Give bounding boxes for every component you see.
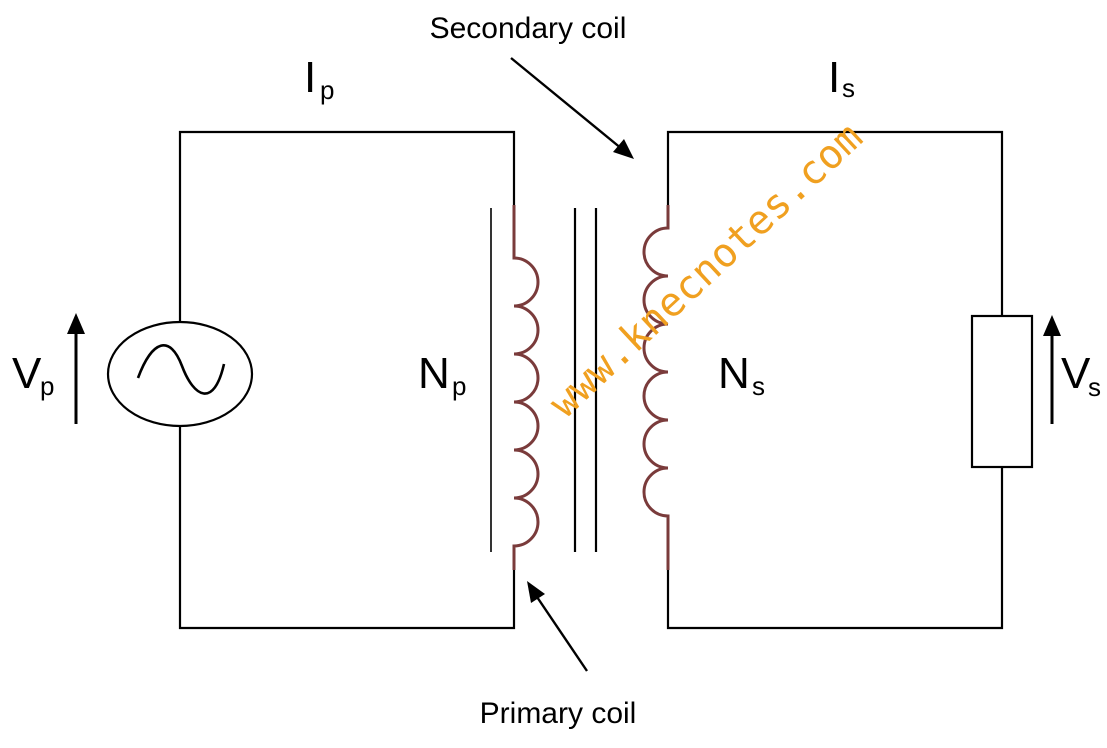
secondary-circuit	[666, 130, 1004, 630]
vs-label-main: V	[1061, 349, 1091, 398]
primary-coil-label: Primary coil	[480, 697, 637, 730]
iron-core-icon	[573, 208, 598, 552]
vp-label-sub: p	[40, 371, 54, 401]
is-label: I s	[828, 53, 855, 103]
np-label: N p	[418, 349, 466, 401]
secondary-wire-bottom	[666, 467, 1004, 630]
watermark-text: www.knecnotes.com	[541, 114, 872, 427]
ip-label: I p	[304, 53, 334, 105]
secondary-coil-pointer-arrow	[510, 57, 634, 159]
vp-label-main: V	[12, 349, 42, 398]
primary-coil-pointer-arrow	[527, 581, 588, 672]
secondary-coil-label: Secondary coil	[430, 12, 627, 45]
resistor-icon	[970, 314, 1034, 469]
ip-label-main: I	[304, 53, 316, 102]
primary-wire-top	[178, 130, 516, 322]
ns-label-main: N	[718, 349, 750, 398]
is-label-main: I	[828, 53, 840, 102]
vs-label-sub: s	[1088, 372, 1101, 402]
primary-wire-bottom	[178, 425, 516, 630]
ns-label: N s	[718, 349, 765, 401]
ip-label-sub: p	[320, 75, 334, 105]
primary-coil-winding	[512, 205, 540, 570]
ns-label-sub: s	[752, 371, 765, 401]
vp-arrow	[67, 313, 85, 424]
secondary-coil-winding	[642, 205, 670, 570]
vp-label: V p	[12, 349, 54, 401]
is-label-sub: s	[842, 73, 855, 103]
vs-arrow	[1043, 315, 1061, 424]
np-label-sub: p	[452, 371, 466, 401]
secondary-wire-top	[666, 130, 1004, 316]
vs-label: V s	[1061, 349, 1101, 402]
ac-source-sine-icon	[106, 320, 254, 428]
primary-circuit	[178, 130, 516, 630]
np-label-main: N	[418, 349, 450, 398]
